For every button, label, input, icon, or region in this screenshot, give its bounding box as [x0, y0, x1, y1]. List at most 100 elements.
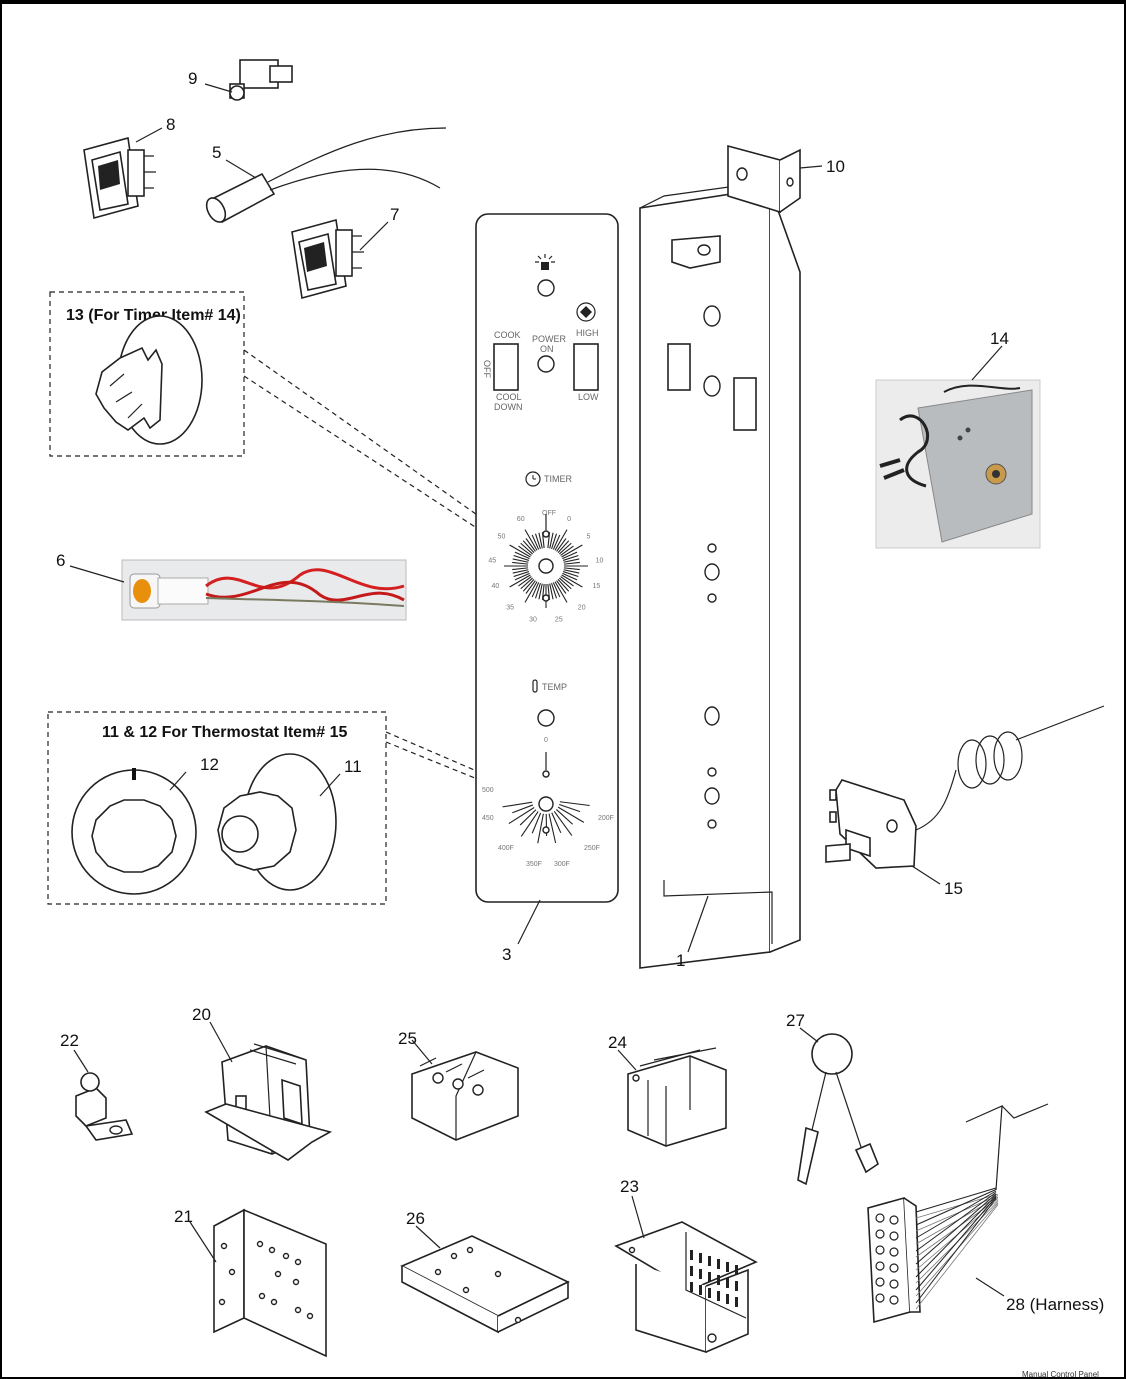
box-knob-13	[49, 291, 245, 457]
timer-dial-number: 40	[492, 583, 500, 590]
callout-11: 11	[344, 757, 362, 776]
label-high: HIGH	[576, 328, 599, 338]
label-timer: TIMER	[544, 474, 572, 484]
part-3-front-panel: COOK OFF COOL DOWN POWER ON HIGH LOW TIM…	[475, 213, 619, 903]
callout-21: 21	[174, 1207, 193, 1226]
part-10-bracket	[727, 144, 801, 214]
temp-dial-ticks: 0 500 450 400F 350F 300F 250F 200F	[482, 737, 614, 868]
leader-22	[73, 1049, 89, 1073]
temp-dial-number: 300F	[554, 861, 570, 868]
callout-14: 14	[990, 329, 1009, 348]
leader-11	[319, 773, 341, 797]
part-26-mounting-tray	[400, 1235, 570, 1334]
part-9-push-button	[229, 59, 293, 101]
callout-15: 15	[944, 879, 963, 898]
leader-14	[971, 345, 1003, 381]
timer-dial-number: OFF	[542, 510, 556, 517]
callout-23: 23	[620, 1177, 639, 1196]
temp-dial-number: 450	[482, 815, 494, 822]
part-27-temperature-probe	[797, 1033, 879, 1186]
temp-dial-number: 500	[482, 787, 494, 794]
callout-28: 28 (Harness)	[1006, 1295, 1104, 1314]
harness-pins	[875, 1213, 899, 1305]
timer-dial-number: 35	[506, 604, 514, 611]
part-7-rocker-switch	[291, 218, 364, 300]
part-11-thermostat-knob	[217, 753, 337, 891]
leader-24	[617, 1049, 637, 1071]
timer-dial-number: 25	[555, 616, 563, 623]
callout-5: 5	[212, 143, 221, 162]
timer-dial-number: 15	[592, 583, 600, 590]
label-off: OFF	[482, 360, 492, 378]
leader-7	[359, 221, 389, 251]
leader-6	[69, 565, 125, 583]
harness-wires	[915, 1187, 999, 1310]
projection-knob-11	[385, 731, 545, 807]
part-15-thermostat	[825, 705, 1105, 869]
label-cook: COOK	[494, 330, 521, 340]
timer-dial-number: 0	[567, 516, 571, 523]
leader-5	[225, 159, 257, 179]
leader-9	[204, 83, 233, 93]
callout-22: 22	[60, 1031, 79, 1050]
part-1-panel-housing	[639, 177, 801, 969]
temp-dial-number: 400F	[498, 845, 514, 852]
caption-knob-13: 13 (For Timer Item# 14)	[66, 307, 241, 324]
timer-dial-number: 45	[488, 557, 496, 564]
part-24-fuse-block	[627, 1047, 727, 1147]
part-12-dial-ring	[71, 768, 197, 895]
temp-dial-number: 0	[544, 737, 548, 744]
leader-12	[169, 771, 187, 791]
part-13-timer-knob	[95, 315, 203, 445]
timer-dial-number: 60	[517, 516, 525, 523]
callout-7: 7	[390, 205, 399, 224]
vent-slots	[690, 1250, 738, 1307]
part-28-wire-harness	[867, 1103, 1049, 1324]
timer-dial-number: 10	[596, 557, 604, 564]
timer-dial-ticks: OFF 0 5 10 15 20 25 30 35 40 45 50 60	[488, 510, 603, 623]
leader-25	[411, 1039, 433, 1065]
callout-26: 26	[406, 1209, 425, 1228]
callout-1: 1	[676, 951, 685, 970]
timer-dial-number: 50	[498, 533, 506, 540]
leader-8	[135, 127, 163, 143]
footer-caption: Manual Control Panel	[1022, 1370, 1099, 1379]
part-21-angle-bracket	[213, 1208, 327, 1358]
callout-24: 24	[608, 1033, 627, 1052]
part-25-terminal-block	[411, 1051, 519, 1141]
leader-10	[799, 165, 823, 169]
label-low: LOW	[578, 392, 599, 402]
leader-27	[799, 1027, 819, 1043]
part-8-rocker-switch	[83, 136, 156, 220]
callout-6: 6	[56, 551, 65, 570]
caption-knob-11-12: 11 & 12 For Thermostat Item# 15	[102, 724, 348, 741]
temp-dial-number: 250F	[584, 845, 600, 852]
part-14-timer-photo	[875, 379, 1041, 549]
callout-20: 20	[192, 1005, 211, 1024]
leader-15	[911, 865, 941, 885]
timer-dial-number: 20	[578, 604, 586, 611]
label-on: ON	[540, 344, 554, 354]
timer-dial-number: 5	[586, 533, 590, 540]
label-cool: COOL	[496, 392, 522, 402]
label-power: POWER	[532, 334, 567, 344]
label-temp: TEMP	[542, 682, 567, 692]
timer-dial-number: 30	[529, 616, 537, 623]
part-22-ground-lug	[75, 1072, 134, 1141]
part-6-pilot-lamp-photo	[121, 559, 407, 621]
leader-21	[189, 1221, 217, 1263]
leader-28	[975, 1277, 1005, 1297]
temp-dial-number: 350F	[526, 861, 542, 868]
box-knob-11-12	[47, 711, 387, 905]
leader-26	[415, 1225, 441, 1249]
callout-8: 8	[166, 115, 175, 134]
temp-dial-number: 200F	[598, 815, 614, 822]
label-down: DOWN	[494, 402, 523, 412]
callout-10: 10	[826, 157, 845, 176]
callout-9: 9	[188, 69, 197, 88]
callout-12: 12	[200, 755, 219, 774]
part-23-vented-enclosure	[614, 1221, 758, 1354]
part-20-contactor	[204, 1043, 333, 1161]
leader-20	[209, 1021, 233, 1063]
